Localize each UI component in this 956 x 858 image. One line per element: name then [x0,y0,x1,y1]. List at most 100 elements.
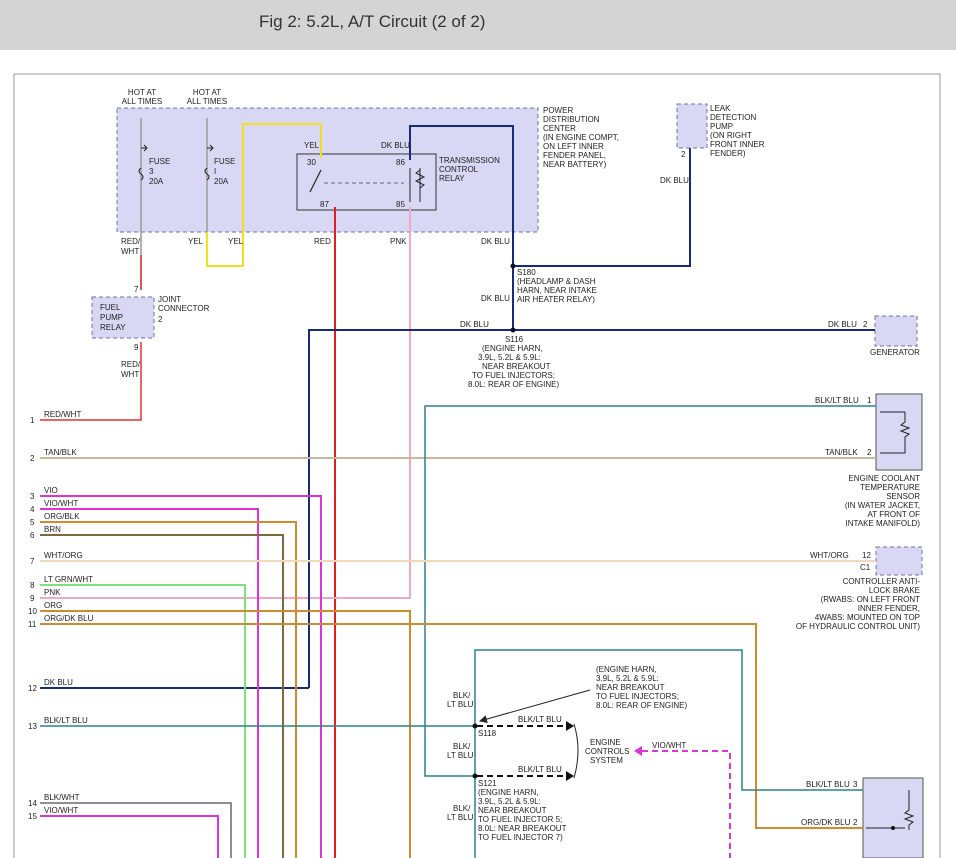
red-wht2-l2: WHT [121,370,139,379]
leak-l5: FRONT INNER [710,140,765,149]
wire-org [40,610,411,858]
dkblu-top-label: DK BLU [381,141,410,150]
wire-dk-blu-leak [513,148,691,267]
fuse-i-symbol [204,167,210,181]
gen-pin: 2 [863,320,868,329]
hot2-l2: ALL TIMES [187,97,227,106]
yel1-label: YEL [188,237,204,246]
lw4-num: 4 [30,505,35,514]
ecs-arrow-2 [566,771,574,781]
fuse2-l2: I [214,167,216,176]
ect-l3: SENSOR [886,492,920,501]
bllb-v3-l2: LT BLU [447,813,474,822]
wire-org-dk-blu [40,623,863,829]
fuse1-l1: FUSE [149,157,170,166]
relay-switch [309,169,322,193]
engine-coolant-temp-sensor [875,393,923,471]
tcr-l3: RELAY [439,174,465,183]
red-wht-l2: WHT [121,247,139,256]
lw1-num: 1 [30,416,35,425]
s121-l6: 8.0L: NEAR BREAKOUT [478,824,567,833]
ecs-arrow-1 [566,721,574,731]
bot-wire1: BLK/LT BLU [806,780,850,789]
tcr-l1: TRANSMISSION [439,156,500,165]
s118-label: S118 [478,729,497,738]
bllb-v1-l1: BLK/ [453,691,471,700]
bllb-v2-l2: LT BLU [447,751,474,760]
title-bar: Fig 2: 5.2L, A/T Circuit (2 of 2) [0,0,956,50]
ect-wire2: TAN/BLK [825,448,858,457]
cab-l6: OF HYDRAULIC CONTROL UNIT) [796,622,920,631]
leak-l1: LEAK [710,104,731,113]
lw14-num: 14 [28,799,37,808]
cab-conn: C1 [860,563,871,572]
splice-s180 [510,263,516,269]
lw10-label: ORG [44,601,62,610]
pin7: 7 [134,285,139,294]
lw13-num: 13 [28,722,37,731]
lw12-label: DK BLU [44,678,73,687]
dk-blu3-label: DK BLU [460,320,489,329]
dk-blu-gen-label: DK BLU [828,320,857,329]
cab-wire: WHT/ORG [810,551,849,560]
lw11-num: 11 [28,620,37,629]
ect-l5: AT FRONT OF [868,510,921,519]
ect-pin2: 2 [867,448,872,457]
fuse2-l1: FUSE [214,157,235,166]
pnk-label: PNK [390,237,407,246]
fuse1-l3: 20A [149,177,164,186]
wire-blk-lt-blu-vert [474,649,863,858]
wire-pnk [40,207,411,599]
gen-label: GENERATOR [870,348,920,357]
wire-blk-lt-blu-ect [424,405,876,777]
bllb-v1-l2: LT BLU [447,700,474,709]
bot-pin1: 3 [853,780,858,789]
hot2-l1: HOT AT [193,88,221,97]
diagram-frame [13,73,941,858]
lw7-num: 7 [30,557,35,566]
ecs-l2: CONTROLS [585,747,629,756]
s118-wire: BLK/LT BLU [518,715,562,724]
lw14-label: BLK/WHT [44,793,80,802]
lw8-label: LT GRN/WHT [44,575,93,584]
hot1-l1: HOT AT [128,88,156,97]
generator [874,315,918,347]
ect-l1: ENGINE COOLANT [848,474,920,483]
pdc-l7: NEAR BATTERY) [543,160,607,169]
s116-l5: TO FUEL INJECTORS; [472,371,555,380]
ecs-l3: SYSTEM [590,756,623,765]
figure-title: Fig 2: 5.2L, A/T Circuit (2 of 2) [259,12,486,31]
ecs-bracket [573,723,579,779]
red-wht-l1: RED/ [121,237,141,246]
wire-brn [40,534,284,858]
relay-pin-87: 87 [320,200,329,209]
pin9: 9 [134,343,139,352]
pdc-l3: CENTER [543,124,576,133]
s116-l1: S116 [505,335,524,344]
hot1-l2: ALL TIMES [122,97,162,106]
left-wire-labels: 1 RED/WHT 2 TAN/BLK 3 VIO 4 VIO/WHT 5 OR… [28,410,94,821]
wire-red-wht-lower [40,342,142,421]
lw5-label: ORG/BLK [44,512,80,521]
fuse1-l2: 3 [149,167,154,176]
pdc-l6: FENDER PANEL, [543,151,606,160]
hot-arrow-2 [207,144,214,152]
s121-l5: TO FUEL INJECTOR 5; [478,815,562,824]
bot-wire2: ORG/DK BLU [801,818,851,827]
cab-l3: (RWABS: ON LEFT FRONT [821,595,921,604]
wire-vio-wht-dashed [642,750,731,858]
pdc-l1: POWER [543,106,573,115]
s121-l4: NEAR BREAKOUT [478,806,547,815]
lw15-num: 15 [28,812,37,821]
ect-resistor [880,412,911,454]
dk-blu2-label: DK BLU [481,294,510,303]
pin2: 2 [158,315,163,324]
wire-lt-grn-wht [40,584,246,858]
eh-leader [479,689,591,723]
s116-l3: 3.9L, 5.2L & 5.9L: [478,353,541,362]
lw4-label: VIO/WHT [44,499,78,508]
splice-s116 [510,327,516,333]
lw10-num: 10 [28,607,37,616]
lw8-num: 8 [30,581,35,590]
